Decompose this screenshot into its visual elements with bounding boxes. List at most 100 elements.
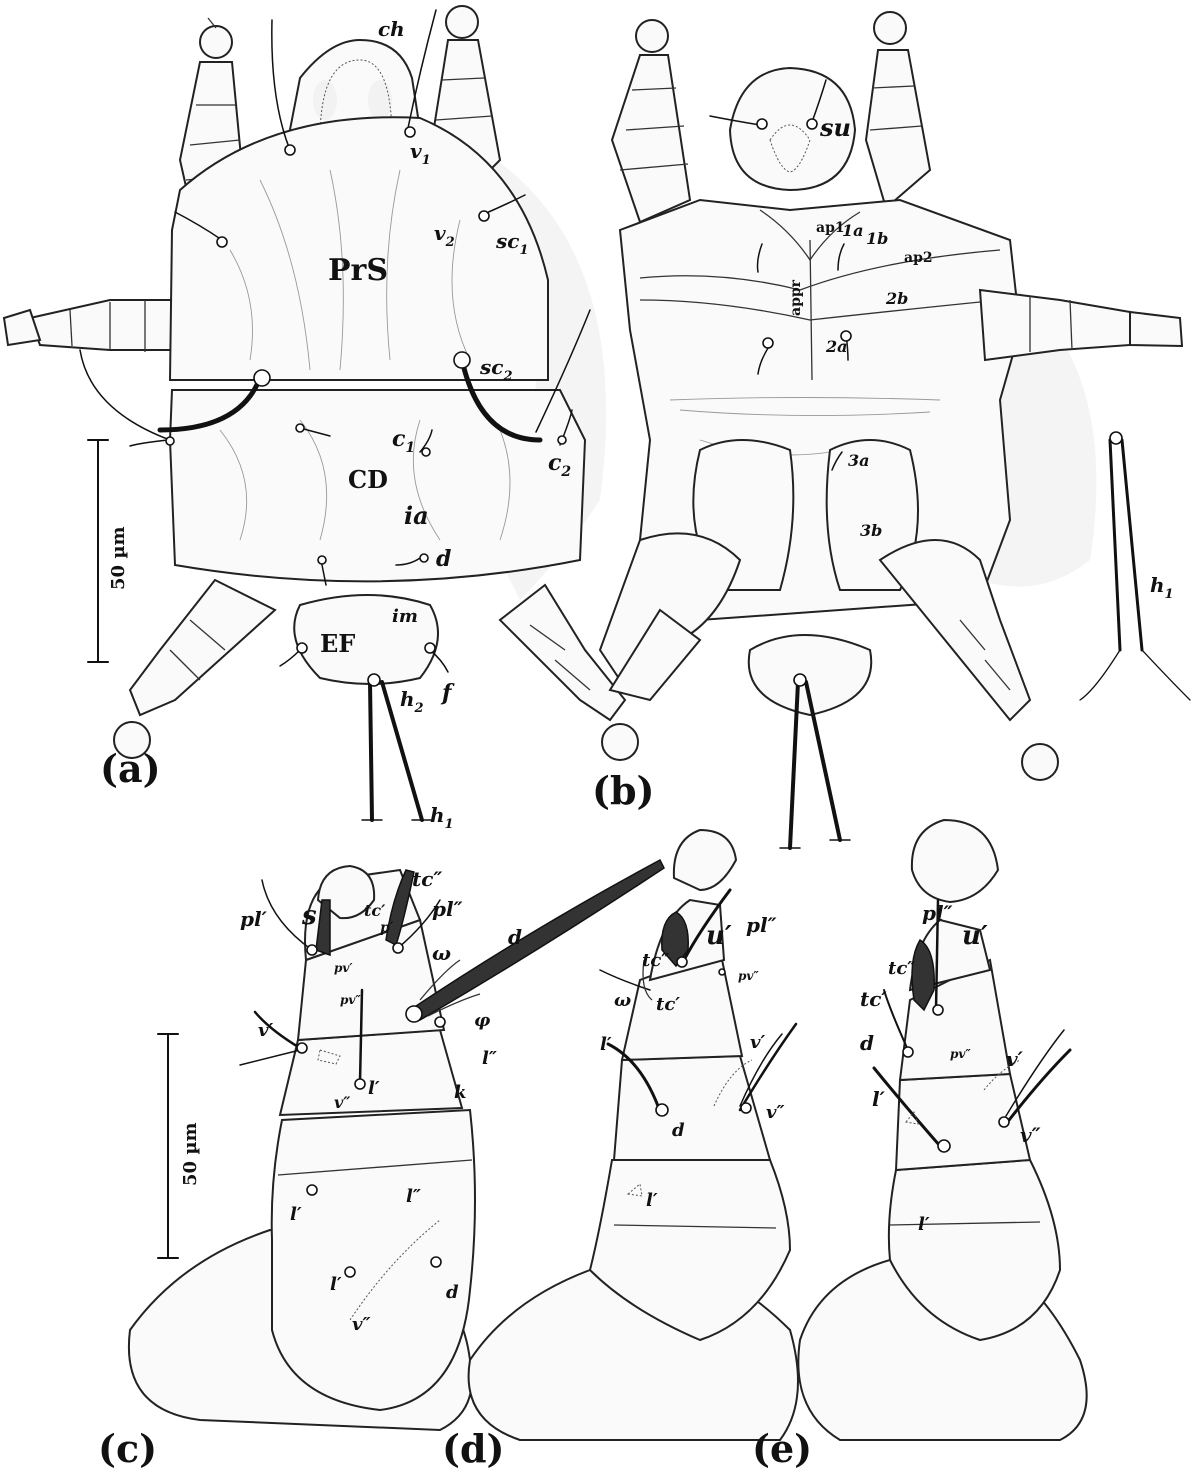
label-d-tc2: tc″	[642, 950, 669, 971]
label-e-tc1: tc′	[860, 987, 887, 1011]
panel-c-seta-d	[408, 858, 665, 1021]
label-d-l1: l′	[600, 1034, 612, 1055]
panel-label-c: (c)	[98, 1426, 157, 1471]
panel-a-seta-sc2-left	[157, 375, 263, 433]
label-e-l1: l′	[872, 1087, 886, 1111]
label-c-d: d	[508, 925, 522, 949]
panel-a-cd-plate	[168, 389, 587, 583]
label-d-u1: u′	[706, 921, 732, 951]
panel-b-seta-h1-left	[788, 680, 800, 850]
label-c-l1: l′	[368, 1078, 380, 1099]
panel-label-e: (e)	[752, 1426, 812, 1471]
label-d-v1: v′	[750, 1032, 765, 1053]
label-c-l2: l″	[482, 1048, 497, 1069]
label-c-pl2: pl″	[432, 897, 463, 921]
label-d-d: d	[672, 1120, 685, 1141]
label-e-d: d	[860, 1031, 874, 1055]
label-a-ia: ia	[404, 501, 429, 530]
panel-b-leg-iii-right	[878, 539, 1059, 781]
panel-e-leg: pl″ u′ tc′ tc″ d pv″ v′ l′ v″ l′ (e)	[752, 818, 1088, 1471]
label-c-v2: v″	[334, 1093, 351, 1112]
label-c-v2b: v″	[352, 1314, 371, 1335]
panel-b-leg-iv-left	[608, 608, 702, 702]
label-a-sc2: sc2	[479, 355, 512, 384]
label-b-1a: 1a	[842, 221, 864, 240]
panel-d-empodium	[672, 828, 738, 892]
panel-d-leg: u′ pl″ tc″ ω tc′ pv″ l′ v′ v″ d l′ (d)	[442, 828, 799, 1471]
label-a-sc1: sc1	[495, 229, 528, 258]
label-c-pv2: pv″	[340, 993, 361, 1007]
panel-c-trochanter	[270, 1108, 476, 1412]
label-region-ef: EF	[320, 629, 355, 658]
label-c-tc1: tc′	[364, 901, 386, 920]
panel-label-d: (d)	[442, 1426, 505, 1471]
panel-c-claw	[316, 864, 376, 920]
label-a-c2: c2	[548, 450, 571, 480]
label-d-pv2: pv″	[738, 969, 759, 983]
panel-b-gnathosoma	[728, 66, 857, 192]
label-a-h1: h1	[430, 803, 454, 832]
label-d-v2: v″	[766, 1102, 785, 1123]
scale-bar-bottom: 50 µm	[157, 1033, 201, 1259]
label-c-tc2: tc″	[412, 867, 442, 891]
label-a-h2: h2	[400, 687, 424, 716]
scale-bar-top: 50 µm	[87, 439, 129, 663]
panel-d-seta-d	[606, 1042, 660, 1108]
panel-d-trochanter	[588, 1159, 792, 1342]
label-c-k: k	[454, 1082, 466, 1103]
panel-e-tibia	[898, 958, 1012, 1082]
scale-bar-bottom-label: 50 µm	[180, 1122, 201, 1186]
panel-e-femur	[894, 1072, 1032, 1172]
label-b-su: su	[819, 113, 851, 142]
panel-a-prodorsal-shield	[168, 116, 549, 381]
panel-e-seta-d	[872, 1066, 942, 1148]
label-e-pl2: pl″	[922, 901, 953, 925]
label-e-v2: v″	[1020, 1123, 1041, 1147]
label-a-f: f	[440, 680, 455, 706]
panel-b-leg-i-left	[610, 19, 692, 224]
panel-b-apodeme-appr	[809, 239, 813, 381]
panel-a-leg-ii-left	[2, 299, 181, 352]
label-d-tc1: tc′	[656, 994, 680, 1015]
label-b-ap1: ap1	[816, 220, 845, 236]
panel-e-empodium	[910, 818, 1000, 904]
label-b-3a: 3a	[848, 451, 870, 470]
panel-b-ventral: su ap1 ap2 appr 1a 1b 2a 2b 3a 3b h1 (b)	[592, 11, 1191, 850]
label-e-l1b: l′	[918, 1214, 930, 1235]
label-a-ch: ch	[378, 17, 405, 41]
label-c-l1b: l′	[290, 1204, 302, 1225]
panel-b-seta-h1-detached	[1108, 438, 1122, 652]
label-b-2a: 2a	[825, 337, 848, 356]
panel-b-apodeme-ap2	[639, 249, 1001, 291]
label-c-d2: d	[446, 1282, 459, 1303]
panel-b-anal-plate	[747, 634, 873, 717]
label-e-pv2: pv″	[950, 1047, 971, 1061]
scale-bar-top-label: 50 µm	[108, 526, 129, 590]
label-c-omega: ω	[432, 941, 451, 965]
panel-a-seta-h1	[368, 680, 374, 822]
label-e-u1: u′	[962, 921, 988, 951]
panel-a-seta-sc2-right	[459, 357, 543, 443]
label-b-1b: 1b	[866, 229, 888, 248]
label-c-phi: φ	[474, 1010, 491, 1031]
label-region-prs: PrS	[328, 253, 388, 288]
panel-c-leg: s tc′ tc″ p′ pl′ pl″ pv′ pv″ ω d φ v′ v″…	[98, 858, 665, 1471]
panel-label-a: (a)	[100, 746, 161, 791]
label-a-d: d	[436, 546, 451, 572]
label-a-c1: c1	[392, 426, 415, 456]
label-d-pl2: pl″	[746, 913, 777, 937]
label-b-2b: 2b	[885, 289, 908, 308]
panel-a-ef-plate	[293, 594, 439, 685]
label-a-v1: v1	[410, 139, 431, 168]
label-b-ap2: ap2	[904, 250, 933, 266]
panel-a-dorsal: ch v1 v2 sc1 sc2 c1 c2 ia d im f h2 h1 P…	[2, 5, 639, 832]
label-d-l1b: l′	[646, 1190, 658, 1211]
panel-a-leg-iii-right	[498, 583, 639, 761]
panel-b-leg-i-right	[864, 11, 932, 210]
label-a-im: im	[392, 606, 418, 627]
label-c-pl1: pl′	[240, 907, 268, 931]
label-c-l2b: l″	[406, 1186, 421, 1207]
label-e-v1: v′	[1006, 1047, 1024, 1071]
panel-label-b: (b)	[592, 768, 655, 813]
